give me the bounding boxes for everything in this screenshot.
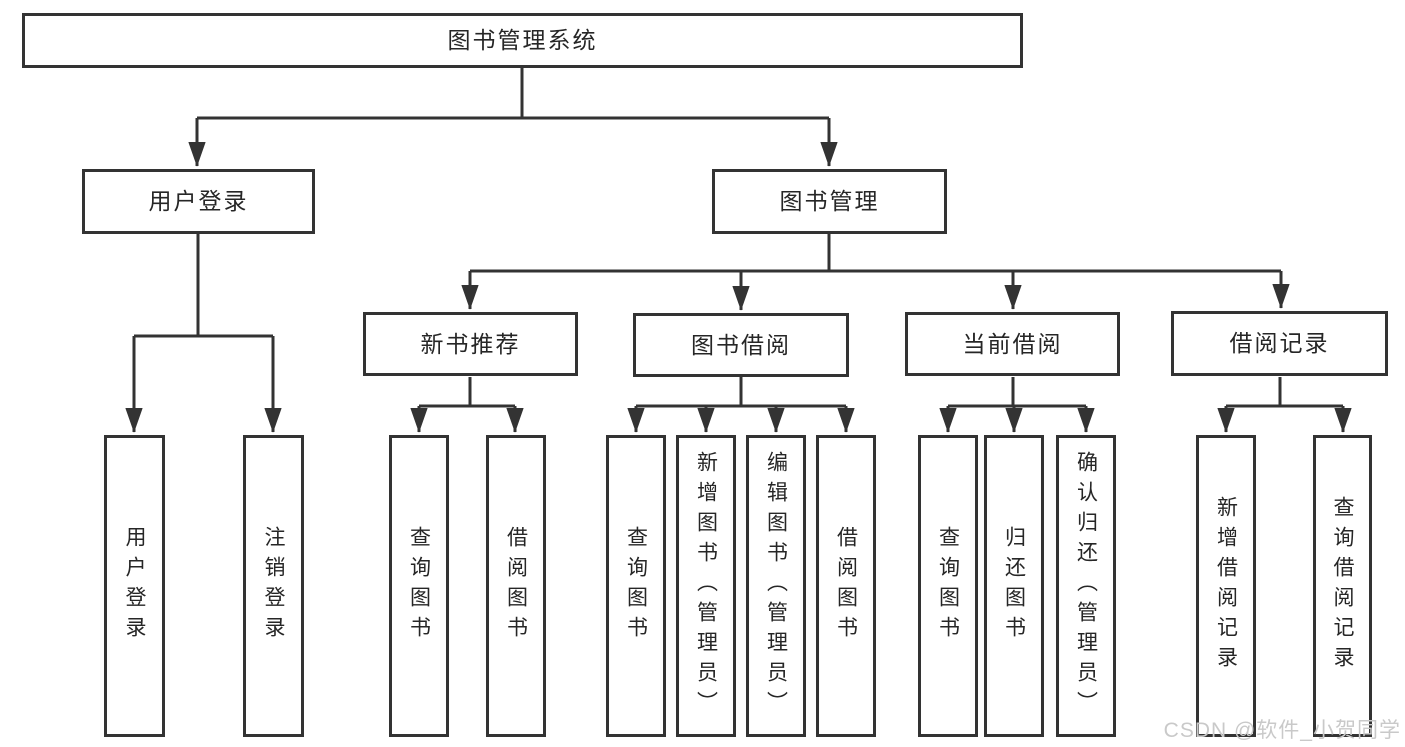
node-borrowing-records: 借阅记录 — [1171, 311, 1388, 376]
leaf-confirm-return-admin: 确认归还（管理员） — [1056, 435, 1116, 737]
node-library-management-system: 图书管理系统 — [22, 13, 1023, 68]
leaf-add-books-admin: 新增图书（管理员） — [676, 435, 736, 737]
csdn-watermark: CSDN @软件_小贺同学 — [1163, 719, 1401, 742]
leaf-query-books-borrowing: 查询图书 — [606, 435, 666, 737]
leaf-logout: 注销登录 — [243, 435, 304, 737]
leaf-edit-books-admin: 编辑图书（管理员） — [746, 435, 806, 737]
node-book-management-branch: 图书管理 — [712, 169, 947, 234]
leaf-query-borrow-record: 查询借阅记录 — [1313, 435, 1372, 737]
leaf-query-books-recommendation: 查询图书 — [389, 435, 449, 737]
leaf-query-books-current: 查询图书 — [918, 435, 978, 737]
leaf-user-login: 用户登录 — [104, 435, 165, 737]
leaf-return-books: 归还图书 — [984, 435, 1044, 737]
node-user-login-branch: 用户登录 — [82, 169, 315, 234]
node-book-borrowing: 图书借阅 — [633, 313, 849, 377]
node-new-book-recommendation: 新书推荐 — [363, 312, 578, 376]
node-current-borrowing: 当前借阅 — [905, 312, 1120, 376]
leaf-borrow-books-recommendation: 借阅图书 — [486, 435, 546, 737]
leaf-add-borrow-record: 新增借阅记录 — [1196, 435, 1256, 737]
connector-arrows — [125, 118, 1352, 433]
leaf-borrow-books-borrowing: 借阅图书 — [816, 435, 876, 737]
